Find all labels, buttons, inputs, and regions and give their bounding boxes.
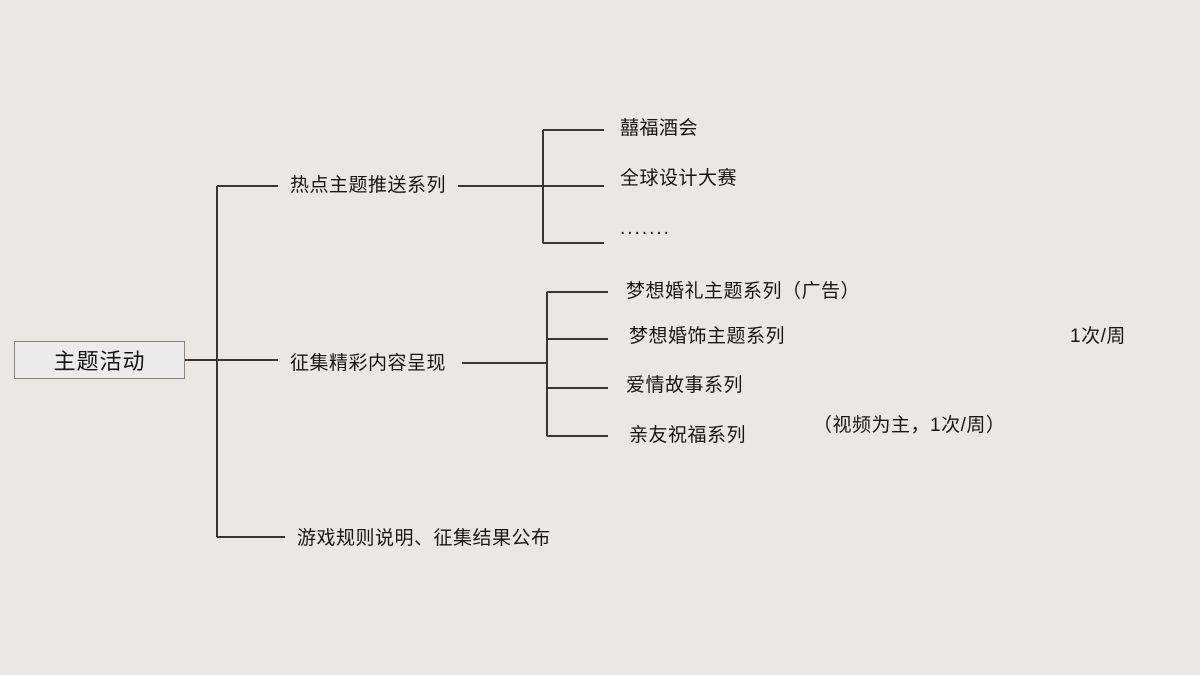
leaf-label-1-2[interactable]: 全球设计大赛 bbox=[620, 168, 738, 189]
leaf-label-2-2[interactable]: 梦想婚饰主题系列 bbox=[629, 326, 786, 347]
leaf-label-1-1[interactable]: 囍福酒会 bbox=[620, 118, 699, 139]
leaf-label-2-3[interactable]: 爱情故事系列 bbox=[626, 375, 744, 396]
annotation-video-frequency: （视频为主，1次/周） bbox=[813, 415, 1006, 436]
leaf-label-1-3[interactable]: ....... bbox=[620, 218, 671, 239]
root-node-label: 主题活动 bbox=[53, 349, 146, 374]
annotation-frequency: 1次/周 bbox=[1070, 326, 1126, 347]
branch-label-1[interactable]: 热点主题推送系列 bbox=[290, 175, 447, 196]
root-node[interactable]: 主题活动 bbox=[14, 341, 185, 379]
branch-label-2[interactable]: 征集精彩内容呈现 bbox=[290, 353, 447, 374]
leaf-label-2-1[interactable]: 梦想婚礼主题系列（广告） bbox=[626, 281, 861, 302]
branch-label-3[interactable]: 游戏规则说明、征集结果公布 bbox=[297, 528, 551, 549]
leaf-label-2-4[interactable]: 亲友祝福系列 bbox=[629, 425, 747, 446]
